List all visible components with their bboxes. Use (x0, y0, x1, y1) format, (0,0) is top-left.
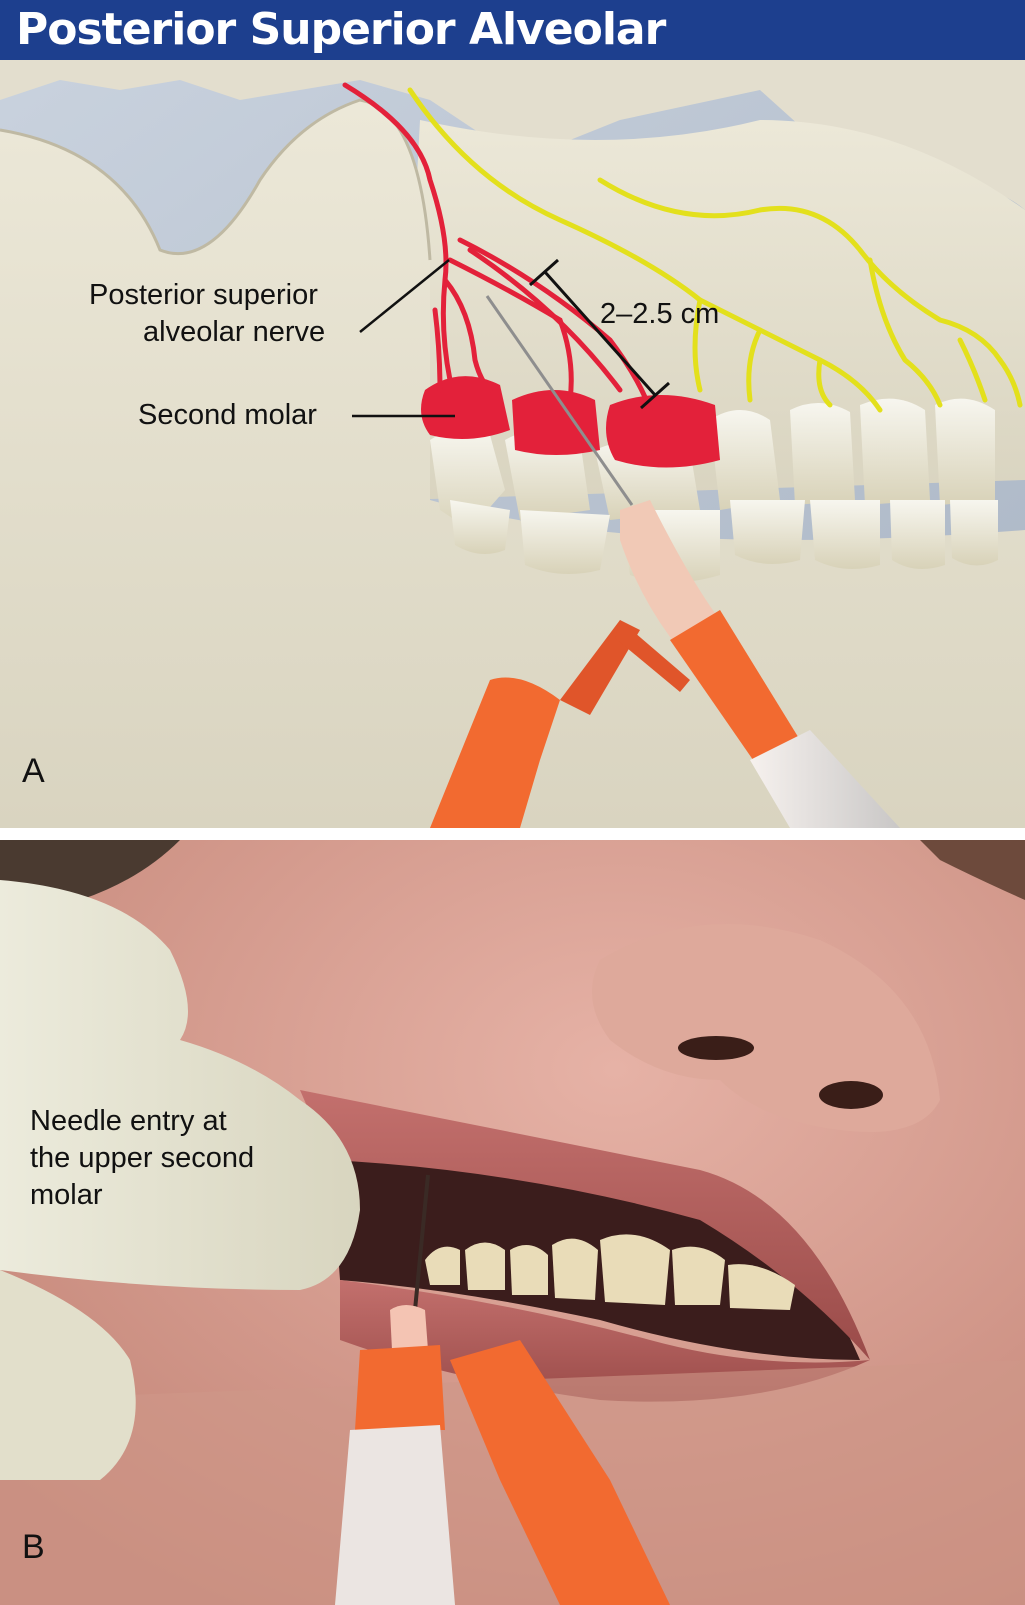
figure-title: Posterior Superior Alveolar (16, 4, 666, 55)
teeth-photo (425, 1234, 795, 1310)
nostril-right (819, 1081, 883, 1109)
panel-b-letter: B (22, 1528, 45, 1566)
distance-bracket (529, 258, 670, 410)
title-bar: Posterior Superior Alveolar (0, 0, 1025, 60)
syringe-hub (355, 1345, 445, 1430)
entry-label-line3: molar (30, 1179, 103, 1211)
syringe (430, 295, 900, 828)
psa-nerve-branches (342, 82, 653, 413)
panel-b-photo: Needle entry at the upper second molar B (0, 840, 1025, 1605)
nostril-left (678, 1036, 754, 1060)
needle (413, 1174, 430, 1311)
nerve-label-line1: Posterior superior (89, 279, 318, 311)
molar-label: Second molar (138, 399, 317, 431)
entry-label-line2: the upper second (30, 1142, 255, 1174)
skull-illustration (0, 60, 1025, 828)
panel-a-illustration: Posterior superior alveolar nerve Second… (0, 60, 1025, 828)
syringe-handle (450, 1340, 670, 1605)
gloved-hand (0, 880, 360, 1290)
panel-a-letter: A (22, 752, 45, 790)
nerve-label-line2: alveolar nerve (143, 316, 326, 348)
nerve-leader-line (359, 259, 450, 333)
highlighted-molars (421, 376, 720, 468)
infraorbital-nerves (407, 87, 1023, 413)
clinical-photo (0, 840, 1025, 1605)
syringe-barrel (335, 1425, 455, 1605)
entry-label-line1: Needle entry at (30, 1105, 227, 1137)
distance-label: 2–2.5 cm (600, 298, 720, 330)
